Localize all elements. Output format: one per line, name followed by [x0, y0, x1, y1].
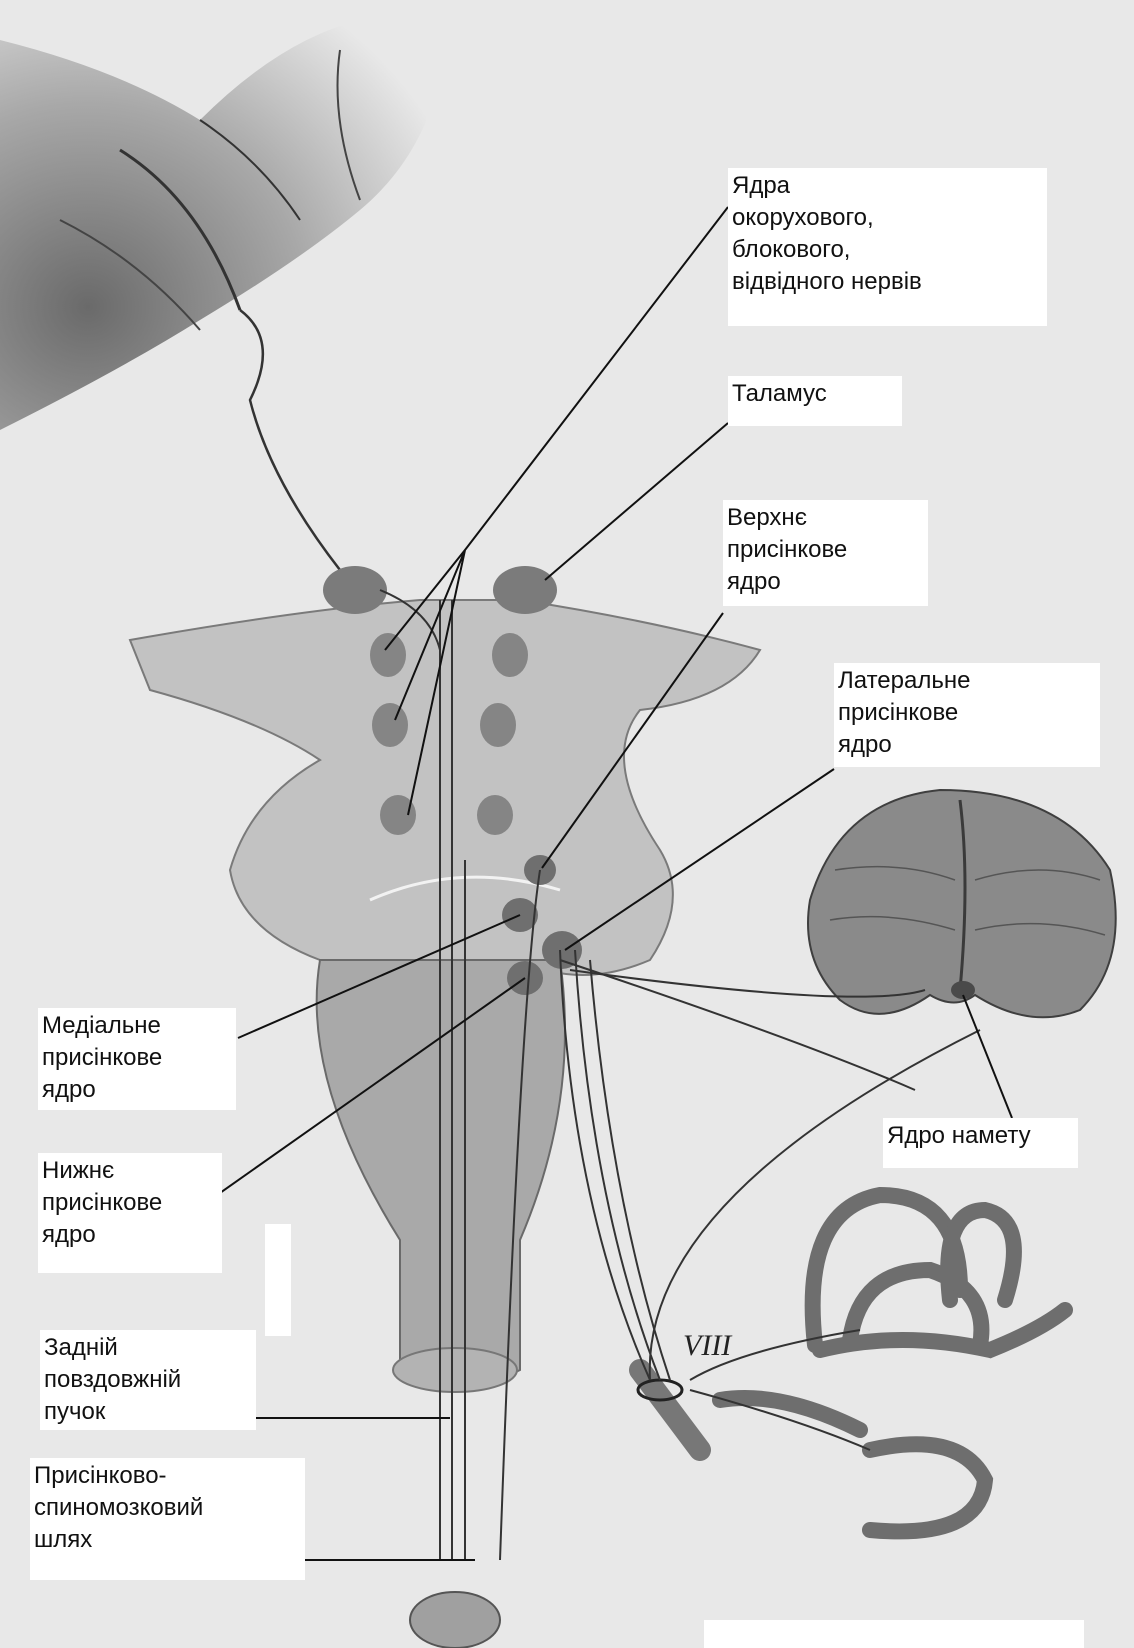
thalamus-left: [323, 566, 387, 614]
thalamus-right: [493, 566, 557, 614]
leader-fastigial: [963, 995, 1012, 1118]
label-fastigial-nucleus: Ядро намету: [883, 1118, 1078, 1168]
trochlear-nucleus-left: [372, 703, 408, 747]
inner-ear-labyrinth: [720, 1195, 1065, 1531]
label-inferior-vestibular-nucleus: Нижнє присінкове ядро: [38, 1153, 222, 1273]
nerve-viii-label: VIII: [683, 1329, 733, 1362]
trochlear-nucleus-right: [480, 703, 516, 747]
oculomotor-nucleus-left: [370, 633, 406, 677]
vestibular-nerve: [638, 1370, 700, 1450]
label-medial-vestibular-nucleus: Медіальне присінкове ядро: [38, 1008, 236, 1110]
oculomotor-nucleus-right: [492, 633, 528, 677]
label-thalamus: Таламус: [728, 376, 902, 426]
abducens-nucleus-right: [477, 795, 513, 835]
leader-thalamus: [545, 423, 728, 580]
label-vestibulospinal-tract: Присінково- спиномозковий шлях: [30, 1458, 305, 1580]
label-medial-longitudinal-fasciculus: Задній повздовжній пучок: [40, 1330, 256, 1430]
cerebral-cortex: [0, 20, 440, 570]
label-lateral-vestibular-nucleus: Латеральне присінкове ядро: [834, 663, 1100, 767]
cerebellum: [808, 790, 1116, 1017]
blank-patch-middle: [265, 1224, 291, 1336]
label-oculomotor-trochlear-abducens-nuclei: Ядра окорухового, блокового, відвідного …: [728, 168, 1047, 326]
blank-patch-bottom: [704, 1620, 1084, 1648]
label-superior-vestibular-nucleus: Верхнє присінкове ядро: [723, 500, 928, 606]
